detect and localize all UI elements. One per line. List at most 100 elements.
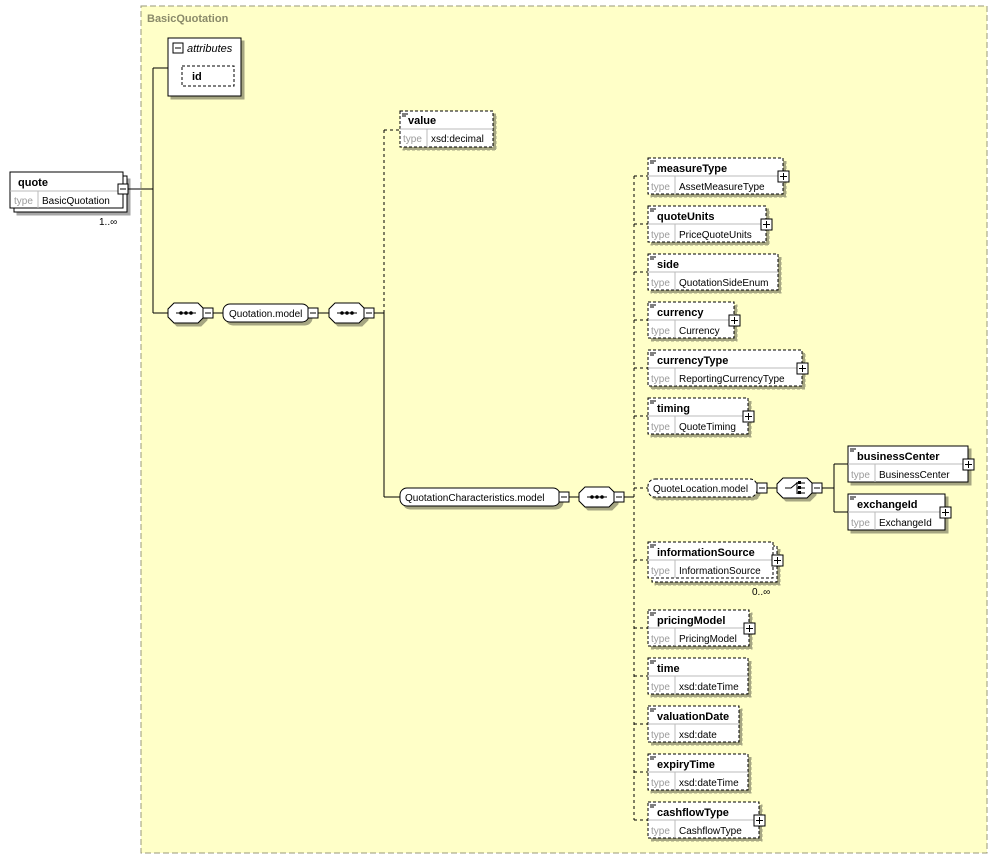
information-source-type-key: type [651, 566, 670, 577]
time-type-key: type [651, 682, 670, 693]
element-pricing-model[interactable]: pricingModel type PricingModel [647, 609, 756, 647]
currency-doc-icon [650, 304, 656, 308]
information-source-doc-icon [650, 544, 656, 548]
exchange-id-type: ExchangeId [879, 518, 932, 529]
collapse-quotation-model-icon[interactable] [307, 307, 319, 319]
cashflow-type-type-key: type [651, 826, 670, 837]
expand-exchange-id-icon[interactable] [939, 506, 952, 519]
collapse-characteristics-model-icon[interactable] [558, 491, 570, 503]
element-quote-units[interactable]: quoteUnits type PriceQuoteUnits [647, 205, 773, 243]
expand-measure-type-icon[interactable] [777, 170, 790, 183]
expand-pricing-model-icon[interactable] [743, 622, 756, 635]
element-time[interactable]: time type xsd:dateTime [647, 657, 749, 695]
sequence-compositor-3[interactable] [578, 486, 616, 508]
element-cashflow-type[interactable]: cashflowType type CashflowType [647, 801, 766, 839]
quotation-model[interactable]: Quotation.model [222, 303, 310, 323]
business-center-doc-icon [850, 448, 856, 452]
quote-location-model[interactable]: QuoteLocation.model [647, 478, 758, 498]
business-center-type-key: type [851, 470, 870, 481]
information-source-name: informationSource [657, 547, 755, 559]
element-value-type-key: type [403, 134, 422, 145]
measure-type-type-key: type [651, 182, 670, 193]
attributes-label: attributes [187, 43, 233, 55]
expand-information-source-icon[interactable] [771, 554, 784, 567]
currency-type: Currency [679, 326, 720, 337]
collapse-sequence-1-icon[interactable] [202, 307, 214, 319]
exchange-id-doc-icon [850, 496, 856, 500]
side-type-key: type [651, 278, 670, 289]
collapse-quote-icon[interactable] [117, 183, 129, 195]
cashflow-type-name: cashflowType [657, 807, 729, 819]
expiry-time-type-key: type [651, 778, 670, 789]
quote-units-type-key: type [651, 230, 670, 241]
time-doc-icon [650, 660, 656, 664]
root-type-key: type [14, 196, 33, 207]
element-valuation-date[interactable]: valuationDate type xsd:date [647, 705, 740, 743]
root-element-quote[interactable]: quote type BasicQuotation [9, 171, 129, 213]
expand-business-center-icon[interactable] [962, 458, 975, 471]
element-business-center[interactable]: businessCenter type BusinessCenter [847, 445, 975, 483]
valuation-date-type: xsd:date [679, 730, 717, 741]
expand-quote-units-icon[interactable] [760, 218, 773, 231]
currency-type-name: currencyType [657, 355, 728, 367]
element-side[interactable]: side type QuotationSideEnum [647, 253, 779, 291]
choice-connectors [822, 463, 848, 513]
expand-currency-type-icon[interactable] [796, 362, 809, 375]
element-exchange-id[interactable]: exchangeId type ExchangeId [847, 493, 952, 531]
pricing-model-name: pricingModel [657, 615, 725, 627]
information-source-cardinality: 0..∞ [752, 587, 770, 598]
element-information-source[interactable]: informationSource type InformationSource [647, 541, 784, 583]
quote-units-doc-icon [650, 208, 656, 212]
cashflow-type-type: CashflowType [679, 826, 742, 837]
expiry-time-doc-icon [650, 756, 656, 760]
root-type-value: BasicQuotation [42, 196, 110, 207]
side-name: side [657, 259, 679, 271]
currency-type-type-key: type [651, 374, 670, 385]
choice-compositor[interactable] [776, 477, 814, 499]
timing-type-key: type [651, 422, 670, 433]
valuation-date-doc-icon [650, 708, 656, 712]
cashflow-type-doc-icon [650, 804, 656, 808]
pricing-model-type: PricingModel [679, 634, 737, 645]
collapse-attributes-icon[interactable] [172, 42, 184, 54]
valuation-date-type-key: type [651, 730, 670, 741]
business-center-name: businessCenter [857, 451, 940, 463]
expand-timing-icon[interactable] [742, 410, 755, 423]
element-expiry-time[interactable]: expiryTime type xsd:dateTime [647, 753, 749, 791]
collapse-sequence-3-icon[interactable] [613, 491, 625, 503]
collapse-sequence-2-icon[interactable] [363, 307, 375, 319]
expand-cashflow-type-icon[interactable] [753, 814, 766, 827]
element-currency[interactable]: currency type Currency [647, 301, 741, 339]
element-currency-type[interactable]: currencyType type ReportingCurrencyType [647, 349, 809, 387]
quotation-characteristics-model-label: QuotationCharacteristics.model [405, 493, 545, 504]
measure-type-doc-icon [650, 160, 656, 164]
quotation-characteristics-model[interactable]: QuotationCharacteristics.model [399, 487, 561, 507]
element-value-type: xsd:decimal [431, 134, 484, 145]
collapse-choice-icon[interactable] [811, 482, 823, 494]
root-cardinality: 1..∞ [99, 217, 117, 228]
quote-location-model-label: QuoteLocation.model [653, 484, 748, 495]
attribute-id-box[interactable] [181, 65, 235, 87]
timing-type: QuoteTiming [679, 422, 736, 433]
element-value-doc-icon [402, 113, 408, 117]
quote-units-name: quoteUnits [657, 211, 714, 223]
side-type: QuotationSideEnum [679, 278, 769, 289]
exchange-id-type-key: type [851, 518, 870, 529]
collapse-quote-location-icon[interactable] [756, 482, 768, 494]
timing-name: timing [657, 403, 690, 415]
sequence-2-connectors [374, 129, 400, 498]
side-doc-icon [650, 256, 656, 260]
element-measure-type[interactable]: measureType type AssetMeasureType [647, 157, 790, 195]
information-source-type: InformationSource [679, 566, 761, 577]
expand-currency-icon[interactable] [728, 314, 741, 327]
attribute-id-label: id [192, 71, 202, 83]
element-timing[interactable]: timing type QuoteTiming [647, 397, 755, 435]
sequence-compositor-1[interactable] [167, 302, 205, 324]
sequence-compositor-2[interactable] [328, 302, 366, 324]
element-value[interactable]: value type xsd:decimal [399, 110, 494, 148]
time-type: xsd:dateTime [679, 682, 739, 693]
expiry-time-name: expiryTime [657, 759, 715, 771]
quotation-model-label: Quotation.model [229, 309, 302, 320]
expiry-time-type: xsd:dateTime [679, 778, 739, 789]
